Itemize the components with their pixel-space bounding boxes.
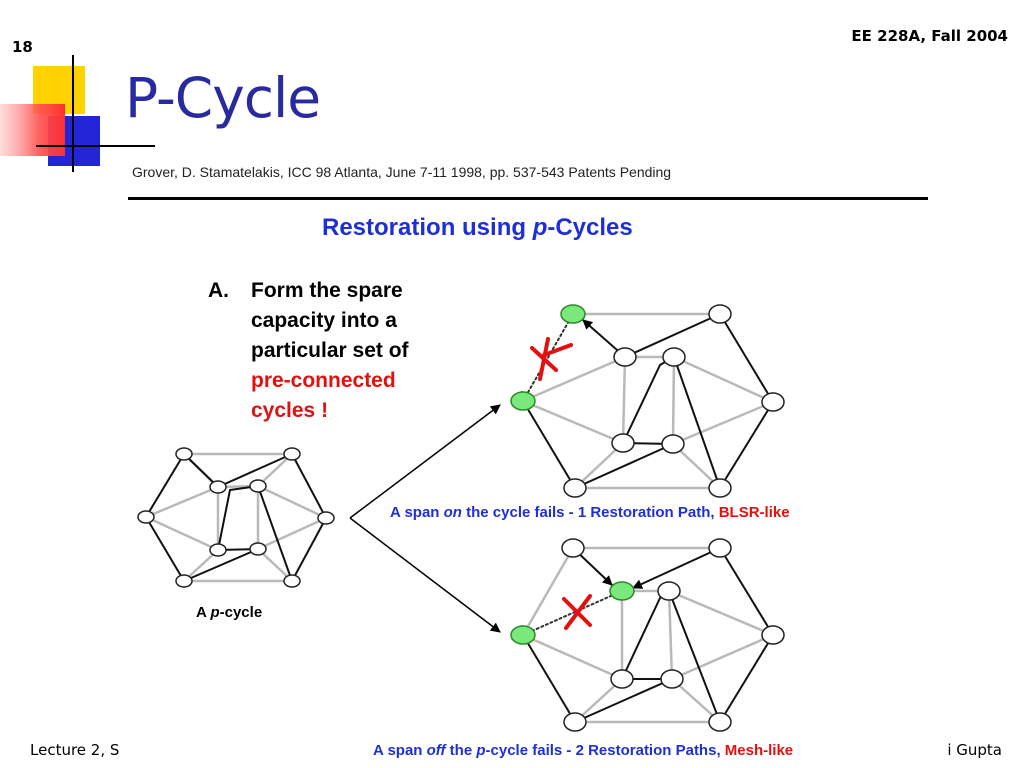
label-italic: p — [210, 604, 220, 621]
figure-title-suffix: -Cycles — [547, 214, 633, 241]
caption-highlight: BLSR-like — [718, 504, 790, 521]
scenario-arrows — [349, 404, 501, 633]
failure-x-icon — [562, 594, 592, 630]
caption-text: the cycle fails - 1 Restoration Path, — [461, 504, 719, 521]
figure-title-prefix: Restoration using — [322, 214, 533, 241]
pcycle-graph — [137, 447, 335, 588]
caption-italic: off — [426, 742, 446, 759]
title-decoration — [0, 55, 155, 172]
figure-citation: Grover, D. Stamatelakis, ICC 98 Atlanta,… — [132, 164, 672, 180]
course-label: EE 228A, Fall 2004 — [851, 27, 1008, 45]
span-on-cycle-graph — [510, 304, 785, 498]
footer-right: i Gupta — [947, 741, 1002, 759]
slide-number: 18 — [12, 38, 33, 56]
pcycle-label: A p-cycle — [196, 604, 262, 621]
slide-title: P-Cycle — [125, 66, 321, 130]
red-gradient-bar — [0, 104, 65, 156]
span-off-cycle-graph — [510, 538, 785, 732]
step-line: capacity into a — [251, 309, 397, 332]
caption-text: -cycle fails - 2 Restoration Paths, — [485, 742, 725, 759]
caption-italic: p — [476, 742, 486, 759]
caption-highlight: Mesh-like — [724, 742, 794, 759]
label-text: -cycle — [219, 604, 263, 621]
caption-italic: on — [443, 504, 462, 521]
figure-overlay — [136, 736, 928, 768]
label-text: A — [196, 604, 211, 621]
caption-text: the — [445, 742, 477, 759]
failure-x-icon — [530, 337, 573, 381]
step-line: Form the spare — [251, 279, 403, 302]
divider-rule — [128, 197, 928, 200]
figure-title-italic: p — [532, 214, 548, 241]
step-letter: A. — [208, 279, 229, 302]
caption-span-on-cycle: A span on the cycle fails - 1 Restoratio… — [390, 504, 790, 521]
step-line-highlight: pre-connected — [251, 369, 396, 392]
footer-left: Lecture 2, S — [30, 741, 120, 759]
step-line: particular set of — [251, 339, 409, 362]
caption-span-off-cycle: A span off the p-cycle fails - 2 Restora… — [373, 742, 793, 759]
caption-text: A span — [390, 504, 444, 521]
figure-title: Restoration using p-Cycles — [322, 214, 633, 242]
step-line-highlight: cycles ! — [251, 399, 329, 422]
caption-text: A span — [373, 742, 427, 759]
